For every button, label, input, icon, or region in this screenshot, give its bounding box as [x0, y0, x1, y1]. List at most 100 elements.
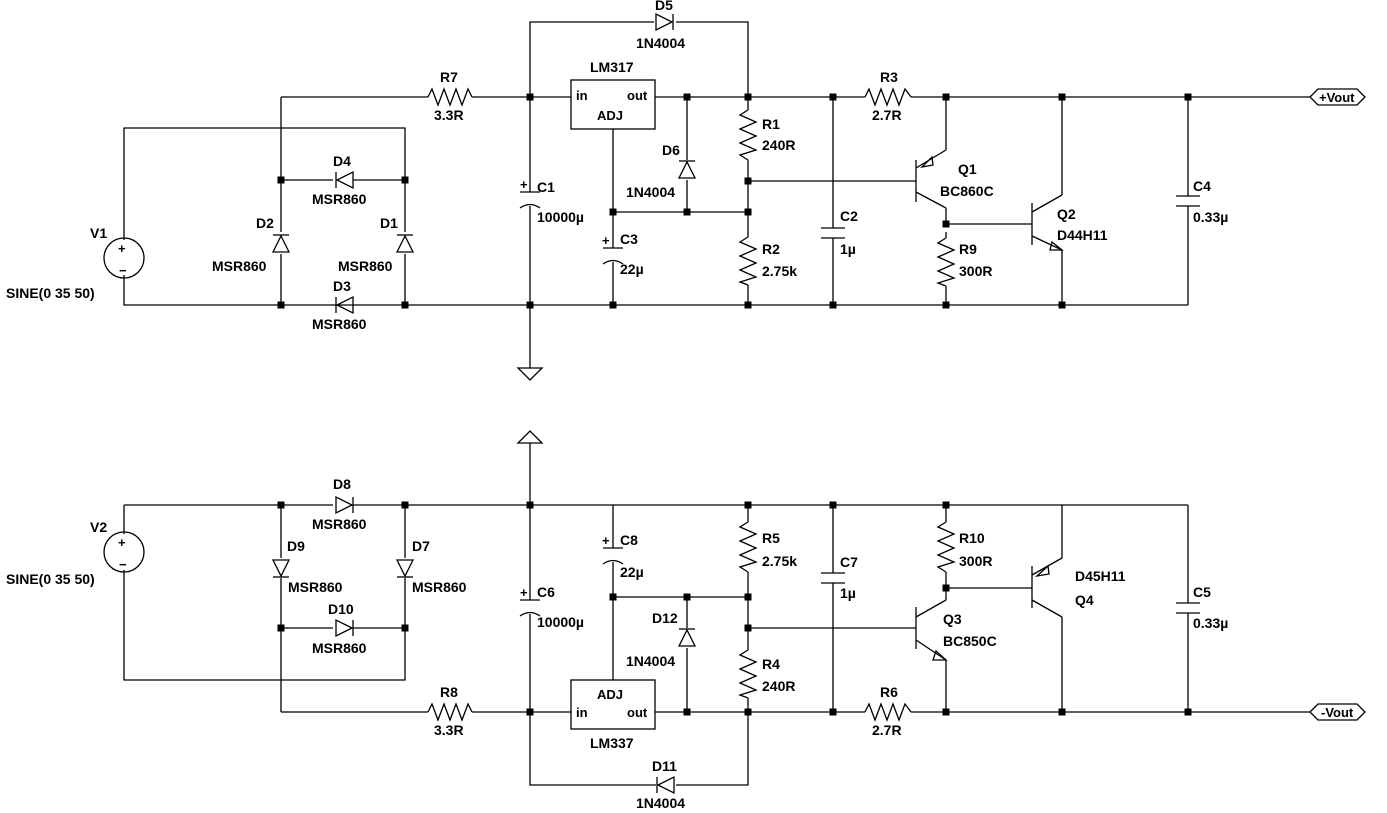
r5-ref-label: R5 — [762, 530, 780, 546]
c8-value-label: 22µ — [620, 564, 644, 580]
diode-d3: D3 MSR860 — [312, 278, 367, 332]
r9-value-label: 300R — [959, 263, 992, 279]
r2-value-label: 2.75k — [762, 263, 797, 279]
port-pos-label: +Vout — [1319, 90, 1355, 105]
q1-value-label: BC860C — [940, 183, 994, 199]
v2-minus-sign: − — [119, 557, 127, 572]
diode-d4: D4 MSR860 — [312, 153, 367, 207]
c8-plus-sign: + — [602, 533, 610, 548]
r1-ref-label: R1 — [762, 116, 780, 132]
lm337-in-pin: in — [576, 705, 588, 720]
d11-value-label: 1N4004 — [636, 795, 685, 811]
diode-d11: D11 1N4004 — [636, 758, 685, 811]
r10-value-label: 300R — [959, 553, 992, 569]
transistor-q1: Q1 BC860C — [915, 149, 994, 209]
capacitor-c8: + C8 22µ — [602, 532, 644, 580]
ground-symbol — [516, 367, 544, 381]
d2-ref-label: D2 — [256, 215, 274, 231]
r2-ref-label: R2 — [762, 241, 780, 257]
port-pos-vout: +Vout — [1309, 88, 1366, 106]
c5-value-label: 0.33µ — [1193, 615, 1228, 631]
lm337-out-pin: out — [627, 705, 648, 720]
d9-value-label: MSR860 — [288, 579, 343, 595]
lm317-in-pin: in — [576, 88, 588, 103]
port-neg-label: -Vout — [1321, 705, 1354, 720]
lm337-ref-label: LM337 — [590, 735, 634, 751]
capacitor-c4: C4 0.33µ — [1176, 178, 1228, 225]
r8-value-label: 3.3R — [434, 722, 464, 738]
resistor-r7: R7 3.3R — [427, 69, 473, 123]
d5-ref-label: D5 — [655, 0, 673, 13]
d11-ref-label: D11 — [652, 758, 677, 774]
capacitor-c7: C7 1µ — [821, 554, 858, 601]
r3-ref-label: R3 — [880, 69, 898, 85]
d8-value-label: MSR860 — [312, 516, 367, 532]
v1-value-label: SINE(0 35 50) — [6, 285, 95, 301]
ground-symbol-lower — [516, 430, 544, 444]
r8-ref-label: R8 — [440, 684, 458, 700]
v1-source: + − V1 SINE(0 35 50) — [6, 225, 145, 301]
c2-ref-label: C2 — [840, 208, 858, 224]
c4-ref-label: C4 — [1193, 178, 1211, 194]
c7-ref-label: C7 — [840, 554, 858, 570]
resistor-r2: R2 2.75k — [737, 236, 797, 286]
d4-value-label: MSR860 — [312, 191, 367, 207]
v1-ref-label: V1 — [90, 225, 107, 241]
v2-plus-sign: + — [118, 535, 126, 550]
diode-d10: D10 MSR860 — [312, 601, 367, 656]
d3-ref-label: D3 — [333, 278, 351, 294]
r7-value-label: 3.3R — [434, 107, 464, 123]
c7-value-label: 1µ — [840, 585, 856, 601]
diode-d1: D1 MSR860 — [338, 215, 415, 274]
v2-source: + − V2 SINE(0 35 50) — [6, 519, 145, 587]
wires-positive — [123, 21, 1310, 368]
d10-ref-label: D10 — [328, 601, 354, 617]
regulator-lm337: ADJ in out LM337 — [570, 679, 656, 751]
d6-ref-label: D6 — [662, 142, 680, 158]
resistor-r6: R6 2.7R — [864, 684, 912, 738]
d12-value-label: 1N4004 — [626, 653, 675, 669]
c3-ref-label: C3 — [620, 231, 638, 247]
d3-value-label: MSR860 — [312, 316, 367, 332]
q3-value-label: BC850C — [943, 633, 997, 649]
d6-value-label: 1N4004 — [626, 184, 675, 200]
junctions-negative — [277, 501, 1192, 716]
r6-ref-label: R6 — [880, 684, 898, 700]
r10-ref-label: R10 — [959, 530, 985, 546]
r5-value-label: 2.75k — [762, 553, 797, 569]
r4-value-label: 240R — [762, 678, 795, 694]
v2-value-label: SINE(0 35 50) — [6, 571, 95, 587]
c6-value-label: 10000µ — [537, 614, 584, 630]
r4-ref-label: R4 — [762, 656, 780, 672]
resistor-r5: R5 2.75k — [738, 521, 797, 573]
regulator-lm317: LM317 in out ADJ — [570, 59, 656, 130]
q2-value-label: D44H11 — [1057, 227, 1108, 243]
diode-d7: D7 MSR860 — [395, 538, 467, 595]
c8-ref-label: C8 — [620, 532, 638, 548]
lm317-ref-label: LM317 — [590, 59, 634, 75]
d7-ref-label: D7 — [412, 538, 430, 554]
q1-ref-label: Q1 — [958, 161, 977, 177]
v1-minus-sign: − — [119, 263, 127, 278]
d5-value-label: 1N4004 — [636, 35, 685, 51]
q4-ref-label: Q4 — [1075, 592, 1094, 608]
transistor-q2: Q2 D44H11 — [1031, 194, 1108, 251]
q3-ref-label: Q3 — [943, 611, 962, 627]
diode-d5: D5 1N4004 — [636, 0, 685, 51]
lm317-out-pin: out — [627, 88, 648, 103]
d2-value-label: MSR860 — [212, 258, 267, 274]
d4-ref-label: D4 — [333, 153, 351, 169]
d10-value-label: MSR860 — [312, 640, 367, 656]
capacitor-c1: + C1 10000µ — [519, 177, 584, 225]
lm337-adj-pin: ADJ — [597, 687, 623, 702]
r6-value-label: 2.7R — [872, 722, 902, 738]
r1-value-label: 240R — [762, 137, 795, 153]
c4-value-label: 0.33µ — [1193, 209, 1228, 225]
capacitor-c3: + C3 22µ — [602, 231, 644, 277]
resistor-r9: R9 300R — [935, 237, 992, 287]
c1-ref-label: C1 — [537, 179, 555, 195]
resistor-r10: R10 300R — [936, 521, 992, 573]
transistor-q4: D45H11 Q4 — [1031, 557, 1126, 618]
r3-value-label: 2.7R — [872, 107, 902, 123]
